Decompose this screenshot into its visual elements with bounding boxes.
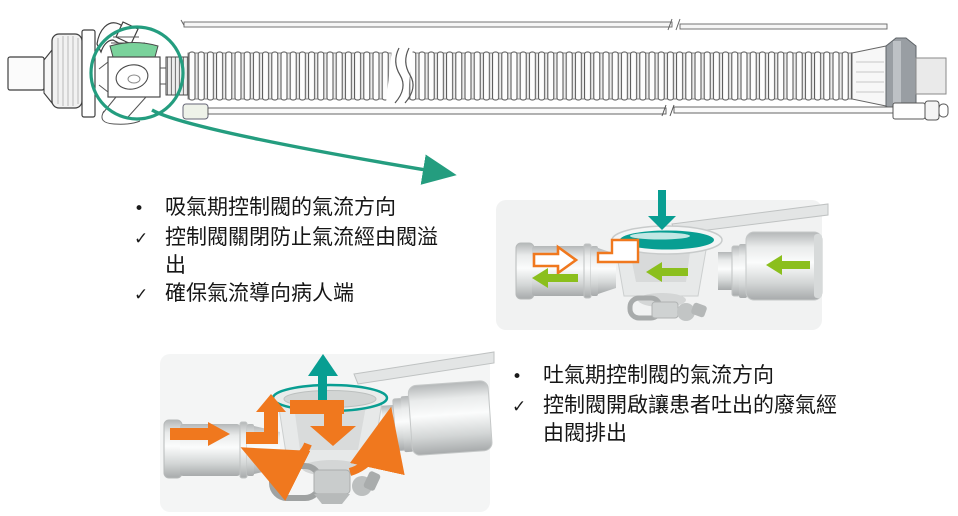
orange-swirl-arrow bbox=[348, 406, 405, 476]
note-text: 控制閥開啟讓患者吐出的廢氣經 由閥排出 bbox=[543, 393, 837, 445]
control-valve-drawing bbox=[98, 36, 172, 125]
inhale-valve-photo bbox=[496, 190, 829, 330]
breathing-circuit-drawing bbox=[7, 18, 949, 185]
green-left-arrow bbox=[532, 268, 578, 288]
bullet-marker: • bbox=[512, 367, 523, 387]
note-text: 控制閥關閉防止氣流經由閥溢 出 bbox=[165, 225, 438, 277]
list-item: ✓ 確保氣流導向病人端 bbox=[134, 279, 494, 309]
callout-arrow bbox=[151, 108, 457, 185]
orange-swirl-arrow bbox=[240, 442, 312, 501]
note-text: 確保氣流導向病人端 bbox=[165, 281, 354, 305]
note-text: 吐氣期控制閥的氣流方向 bbox=[543, 363, 774, 387]
check-marker: ✓ bbox=[134, 229, 149, 249]
green-left-arrow bbox=[646, 262, 688, 282]
orange-outline-elbow bbox=[596, 238, 640, 264]
exhale-valve-photo bbox=[160, 351, 495, 512]
green-left-arrow bbox=[766, 255, 810, 275]
list-item: • 吸氣期控制閥的氣流方向 bbox=[134, 193, 494, 223]
bullet-marker: • bbox=[134, 199, 145, 219]
teal-down-arrow bbox=[658, 190, 666, 218]
sensor-tube bbox=[353, 351, 495, 385]
note-text: 吸氣期控制閥的氣流方向 bbox=[165, 195, 396, 219]
thin-line-bottom bbox=[182, 100, 949, 121]
check-marker: ✓ bbox=[512, 397, 527, 417]
exhale-notes: • 吐氣期控制閥的氣流方向 ✓ 控制閥開啟讓患者吐出的廢氣經 由閥排出 bbox=[512, 361, 912, 447]
corrugated-tube-drawing bbox=[165, 47, 853, 104]
orange-outline-right-arrow bbox=[532, 244, 579, 276]
list-item: • 吐氣期控制閥的氣流方向 bbox=[512, 361, 912, 391]
check-marker: ✓ bbox=[134, 285, 149, 305]
list-item: ✓ 控制閥關閉防止氣流經由閥溢 出 bbox=[134, 223, 494, 279]
patient-connector-drawing bbox=[851, 37, 947, 115]
flow-arrows bbox=[532, 190, 810, 288]
inhale-notes: • 吸氣期控制閥的氣流方向 ✓ 控制閥關閉防止氣流經由閥溢 出 ✓ 確保氣流導向… bbox=[134, 193, 494, 309]
teal-up-arrow bbox=[318, 374, 327, 400]
thin-line-top bbox=[180, 18, 888, 31]
orange-right-arrow bbox=[170, 428, 208, 440]
callout-circle bbox=[89, 25, 185, 121]
list-item: ✓ 控制閥開啟讓患者吐出的廢氣經 由閥排出 bbox=[512, 391, 912, 447]
flow-arrows bbox=[170, 354, 405, 501]
